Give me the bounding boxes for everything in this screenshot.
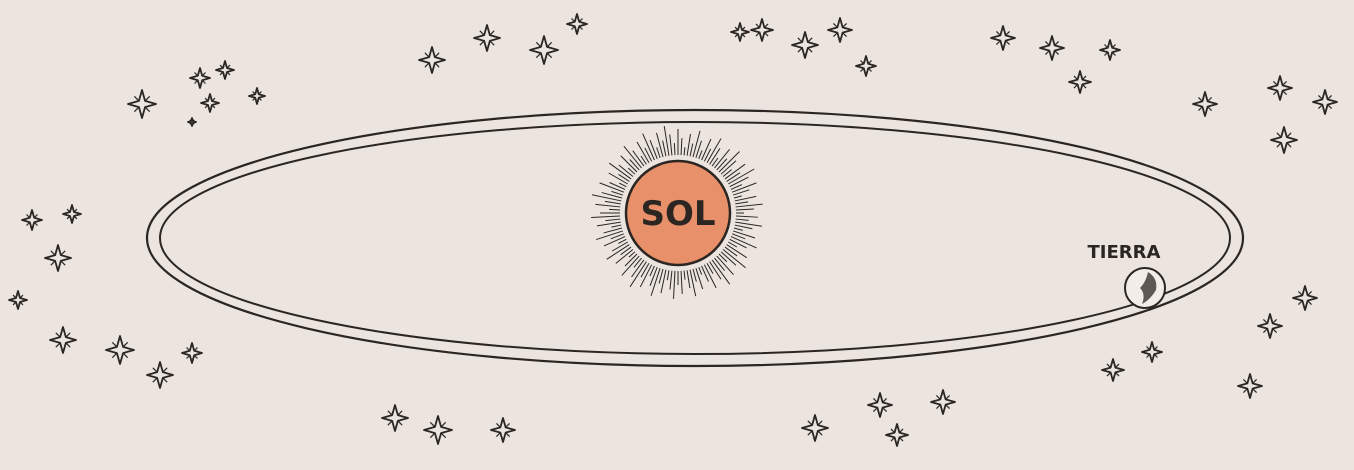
earth-label: TIERRA [1088,242,1161,263]
sun-label: SOL [640,194,715,234]
sun-ray [609,209,620,210]
sun-ray [674,143,675,155]
